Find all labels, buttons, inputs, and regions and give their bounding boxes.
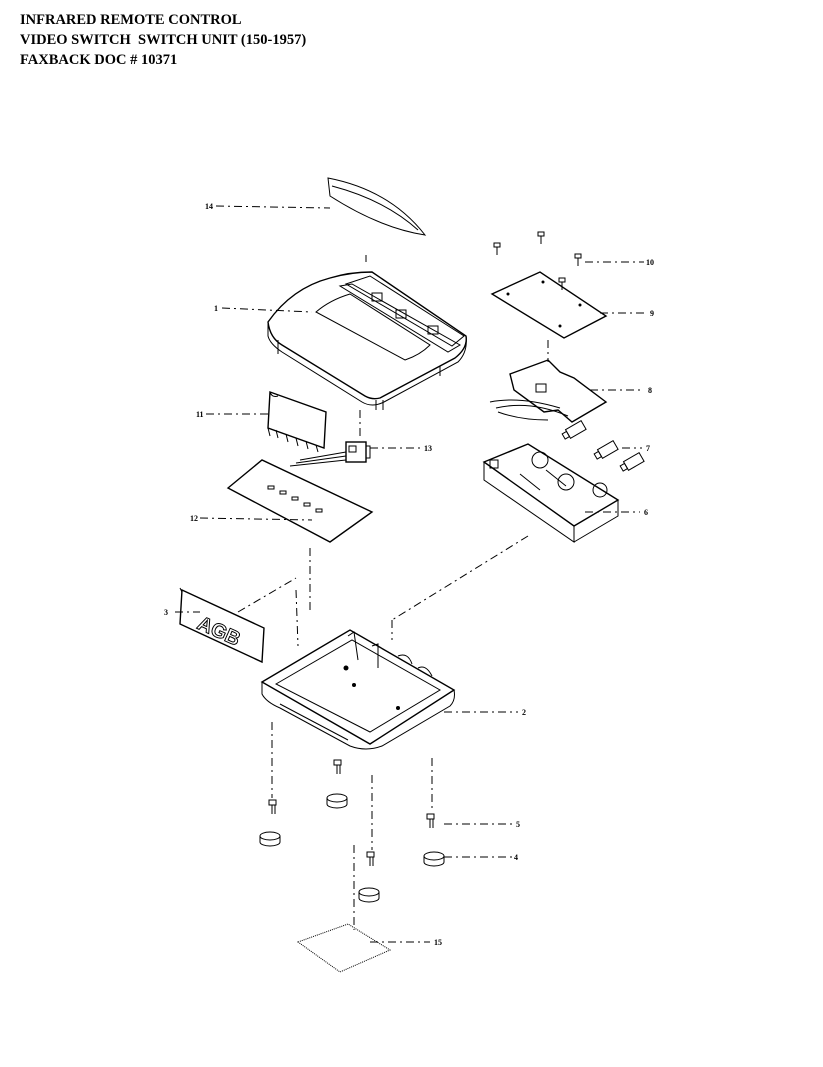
axis-3-2 (237, 577, 297, 613)
callout-3: 3 (164, 608, 168, 617)
callout-7: 7 (646, 444, 650, 453)
badge-logo-text: AGB (194, 612, 244, 650)
part-1-top-cover (267, 271, 467, 410)
callout-10: 10 (646, 258, 654, 267)
part-12-main-board (226, 459, 374, 543)
part-5-screws (268, 759, 435, 866)
callout-4: 4 (514, 853, 518, 862)
callout-6: 6 (644, 508, 648, 517)
part-13-connector (289, 441, 371, 467)
callout-2: 2 (522, 708, 526, 717)
title-line-1: INFRARED REMOTE CONTROL (20, 12, 242, 28)
leader-14 (215, 205, 331, 209)
callout-9: 9 (650, 309, 654, 318)
callout-11: 11 (196, 410, 204, 419)
part-2-base (260, 629, 456, 750)
callout-5: 5 (516, 820, 520, 829)
callout-12: 12 (190, 514, 198, 523)
part-7-plugs (561, 419, 645, 472)
leader-1 (221, 307, 313, 313)
part-14-lens (327, 177, 427, 236)
axis-6-2 (391, 535, 529, 621)
part-9-plate (490, 271, 608, 339)
axis-3-2b (295, 589, 299, 647)
callout-14: 14 (205, 202, 213, 211)
part-15-pad (296, 923, 392, 973)
title-line-2: VIDEO SWITCH SWITCH UNIT (150-1957) (20, 32, 307, 48)
part-11-pcb (267, 391, 327, 453)
callout-8: 8 (648, 386, 652, 395)
part-10-screws (493, 231, 582, 290)
callout-1: 1 (214, 304, 218, 313)
part-8-bracket (489, 359, 608, 423)
part-6-jack-housing (482, 443, 620, 543)
leader-12 (199, 517, 313, 521)
part-4-feet (259, 793, 445, 903)
title-line-3: FAXBACK DOC # 10371 (20, 52, 178, 68)
part-3-badge: AGB (179, 587, 265, 664)
callout-13: 13 (424, 444, 432, 453)
callout-15: 15 (434, 938, 442, 947)
